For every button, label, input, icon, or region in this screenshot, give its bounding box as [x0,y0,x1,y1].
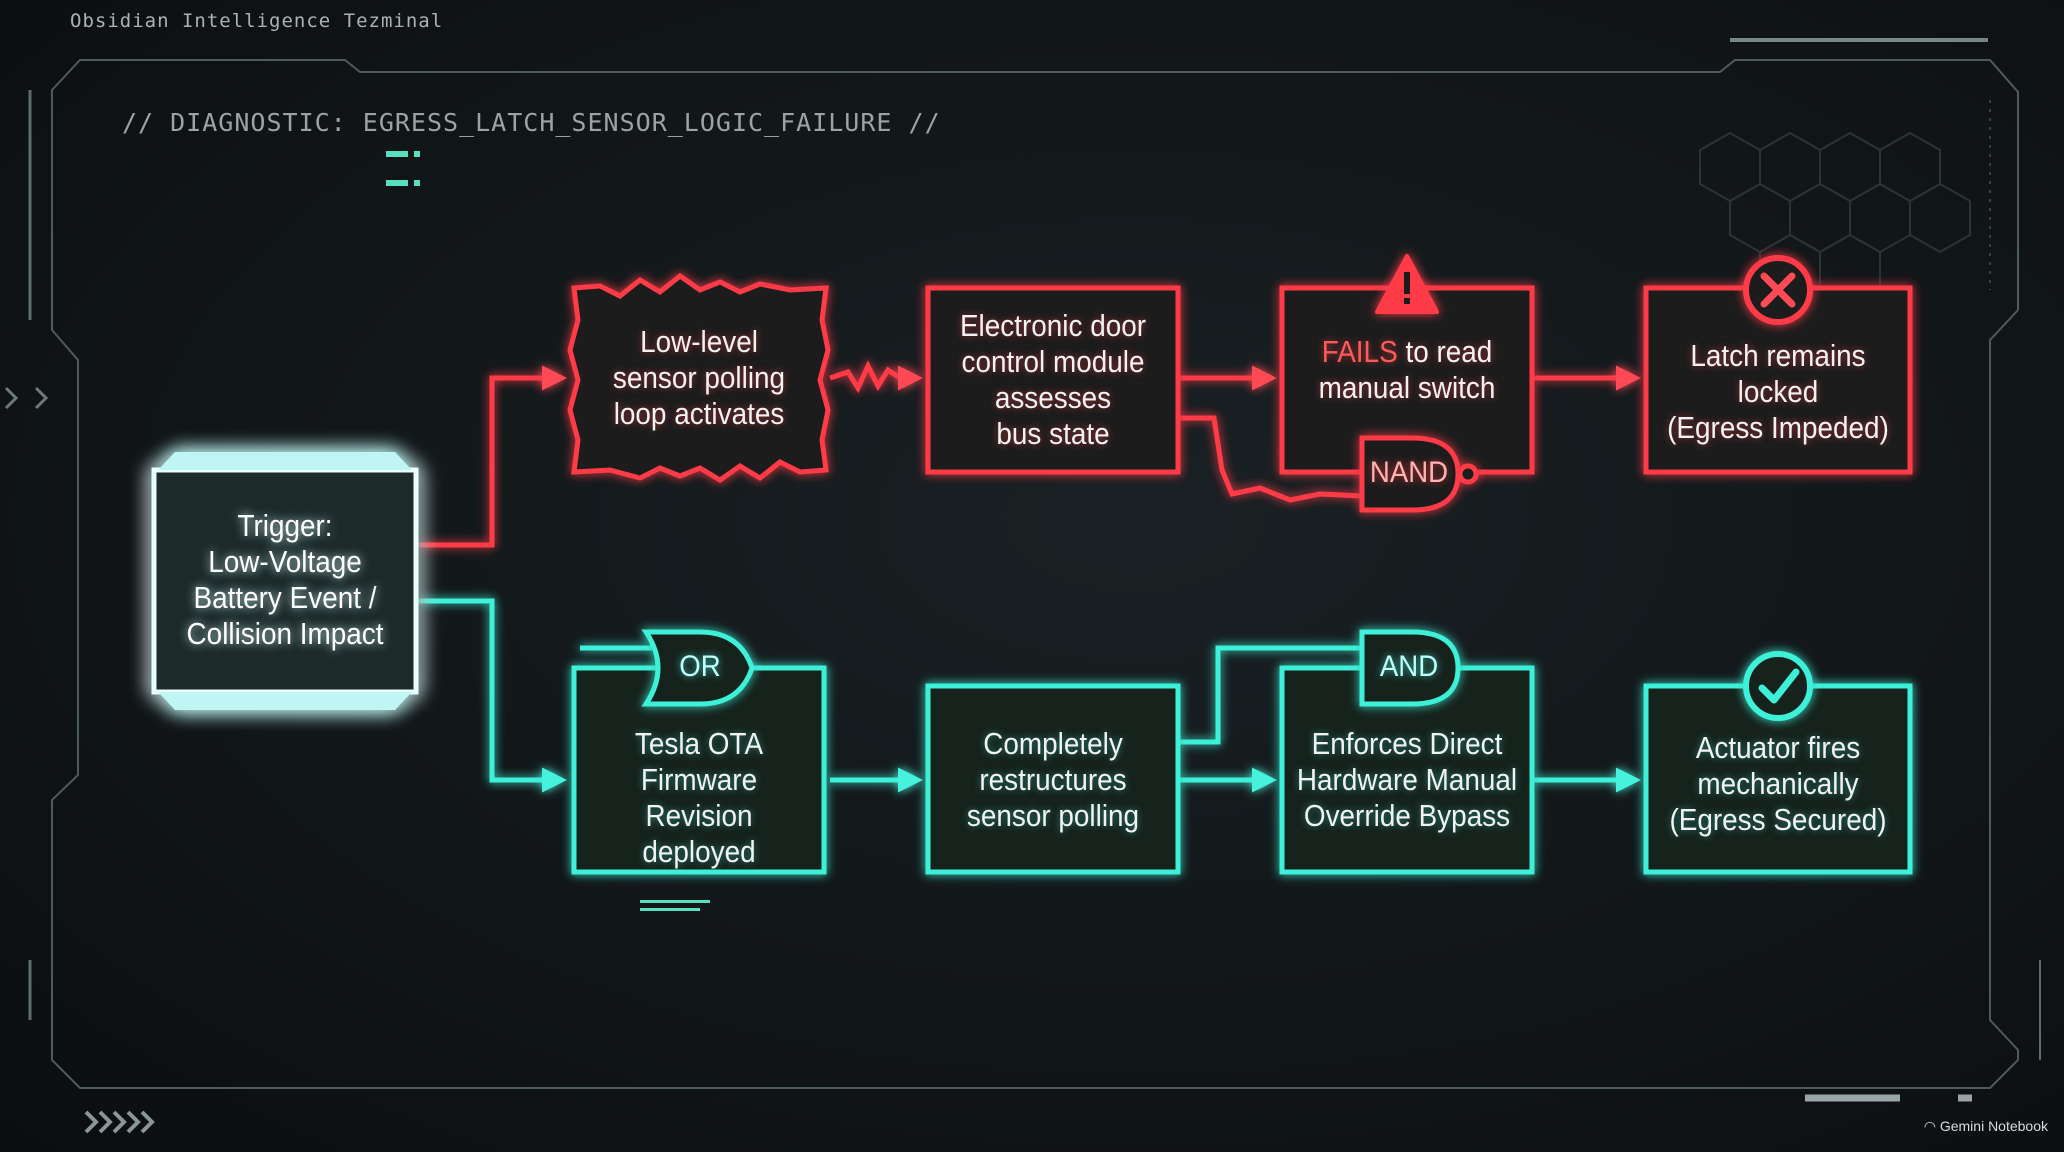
label-line: Tesla OTA [634,726,764,761]
label-actuator: Actuator fires mechanically (Egress Secu… [1659,730,1897,838]
badge-text: Gemini Notebook [1939,1118,2048,1134]
trigger-line-4: Collision Impact [186,616,384,651]
label-line: locked [1737,374,1819,409]
label-tesla-ota: Tesla OTA Firmware Revision deployed [587,726,812,870]
label-sensor-polling: Low-level sensor polling loop activates [587,324,812,432]
trigger-line-2: Low-Voltage [208,544,362,579]
or-gate [641,629,755,707]
label-line: sensor polling [612,360,786,395]
label-restructure: Completely restructures sensor polling [941,726,1166,834]
and-gate [1359,629,1461,707]
label-line: FAILS to read [1295,334,1520,370]
label-line: Firmware Revision [640,762,758,833]
node-latch-locked [1643,285,1913,475]
label-line: Latch remains [1690,338,1866,373]
terminal-title: Obsidian Intelligence Tezminal [70,10,444,32]
connector-trigger-to-polling [418,365,567,548]
label-line: loop activates [613,396,785,431]
diagnostic-heading: // DIAGNOSTIC: EGRESS_LATCH_SENSOR_LOGIC… [122,108,941,137]
status-ticks [386,151,710,911]
and-gate-label: AND [1379,650,1439,683]
label-line: Electronic door [959,308,1147,343]
x-circle-icon [1743,255,1813,325]
label-line: manual switch [1318,370,1496,405]
trigger-line-3: Battery Event / [193,580,377,615]
trigger-label: Trigger: Low-Voltage Battery Event / Col… [167,508,403,652]
label-line: sensor polling [966,798,1140,833]
label-line: assesses [994,380,1112,415]
label-line: Actuator fires [1695,730,1861,765]
check-circle-icon [1743,651,1813,721]
node-restructure [925,683,1181,875]
label-enforce-bypass: Enforces Direct Hardware Manual Override… [1295,726,1520,834]
trigger-line-1: Trigger: [237,508,333,543]
label-line: Completely [983,726,1123,761]
success-connectors [418,598,1641,793]
label-line: restructures [979,762,1127,797]
hud-frame [28,38,2041,1102]
label-line: Low-level [640,324,758,359]
label-line: Override Bypass [1303,798,1511,833]
nand-gate [1359,435,1479,513]
footer-chevrons [84,1110,155,1134]
side-chevrons [4,386,49,410]
connector-module-to-nand [1180,415,1363,503]
connector-restructure-to-and [1180,645,1362,745]
hex-pattern [1699,131,1971,305]
label-line: bus state [996,416,1110,451]
node-sensor-polling [567,272,831,483]
label-line: control module [961,344,1145,379]
gemini-logo-icon: ◠ [1923,1118,1936,1134]
label-door-module: Electronic door control module assesses … [941,308,1166,452]
fails-emphasis: FAILS [1321,334,1398,369]
label-latch-locked: Latch remains locked (Egress Impeded) [1659,338,1897,446]
label-line: (Egress Impeded) [1667,410,1889,445]
connector-trigger-to-ota [418,598,567,793]
trigger-node [151,452,419,710]
warning-icon [1375,254,1439,314]
label-line: (Egress Secured) [1669,802,1887,837]
label-line: mechanically [1697,766,1859,801]
connector-polling-to-module [829,360,923,394]
gemini-notebook-badge: ◠ Gemini Notebook [1924,1118,2048,1135]
label-line: Hardware Manual [1296,762,1518,797]
or-gate-label: OR [679,650,721,683]
label-line: deployed [642,834,756,869]
fails-rest: to read [1397,334,1493,369]
label-line: Enforces Direct [1311,726,1503,761]
node-door-module [925,285,1181,475]
label-fails-read: FAILS to read manual switch [1295,334,1520,406]
nand-gate-label: NAND [1369,456,1449,489]
